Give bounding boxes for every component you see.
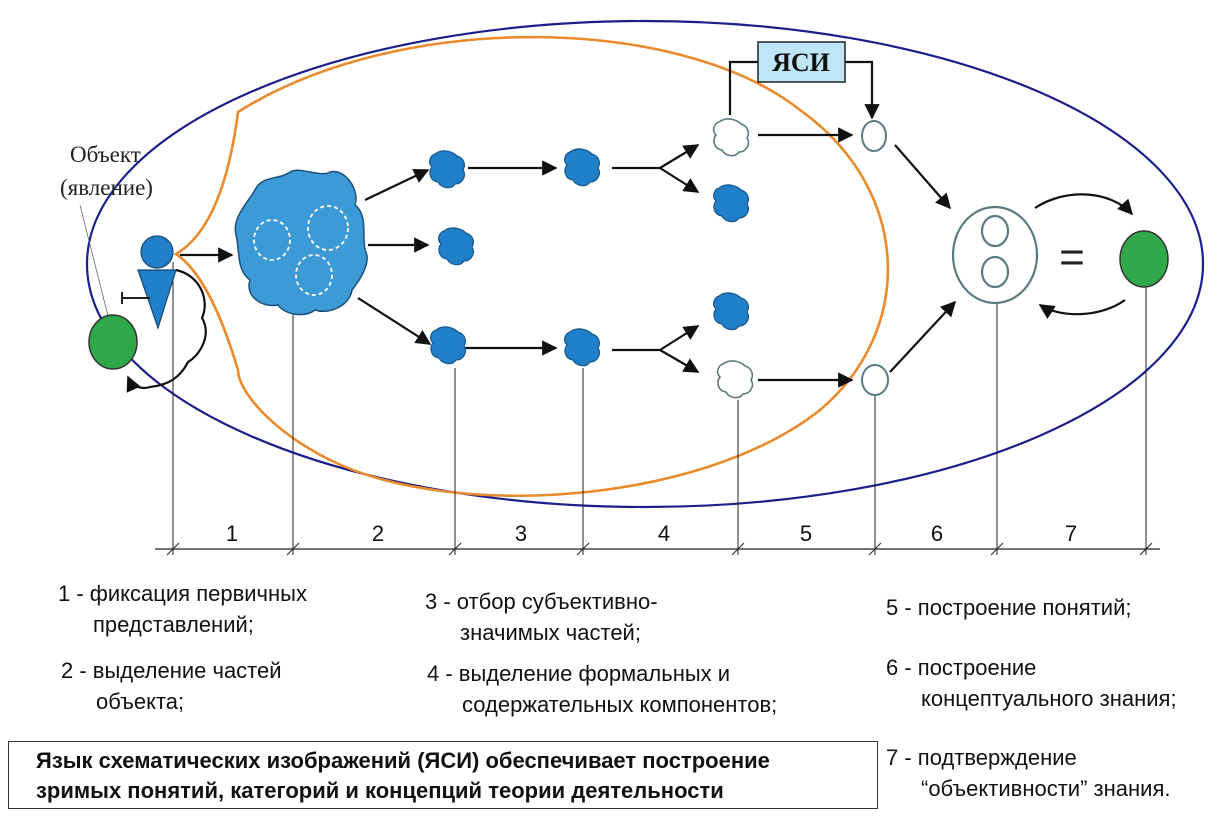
legend-item-1-line2: представлений; xyxy=(93,612,254,637)
legend-item-6: 6 - построение концептуального знания; xyxy=(886,652,1177,714)
yasi-label: ЯСИ xyxy=(772,48,830,77)
stage-number-2: 2 xyxy=(372,521,384,546)
legend-item-4: 4 - выделение формальных и содержательны… xyxy=(427,658,777,720)
legend-item-7-line2: “объективности” знания. xyxy=(921,776,1171,801)
legend-item-2-line1: 2 - выделение частей xyxy=(61,658,282,683)
flow-arrows xyxy=(180,60,1134,388)
yasi-box: ЯСИ xyxy=(757,41,846,83)
summary-line2: зримых понятий, категорий и концепций те… xyxy=(36,778,724,803)
stage-number-5: 5 xyxy=(800,521,812,546)
stage-axis xyxy=(155,542,1160,556)
formal-component-blob-icons xyxy=(712,118,754,399)
legend-item-4-line2: содержательных компонентов; xyxy=(462,692,778,717)
guide-lines xyxy=(172,262,1147,555)
legend-item-3-line2: значимых частей; xyxy=(460,620,641,645)
legend-item-6-line1: 6 - построение xyxy=(886,655,1037,680)
object-label-line2: (явление) xyxy=(60,175,153,200)
legend-item-3-line1: 3 - отбор субъективно- xyxy=(425,589,658,614)
part-blob-icons xyxy=(429,148,750,367)
person-icon xyxy=(121,235,177,330)
summary-box: Язык схематических изображений (ЯСИ) обе… xyxy=(8,741,878,809)
legend-item-2: 2 - выделение частей объекта; xyxy=(61,655,282,717)
result-green-circle-icon xyxy=(1119,230,1169,288)
stage-number-6: 6 xyxy=(931,521,943,546)
orange-region xyxy=(173,35,890,497)
legend-item-4-line1: 4 - выделение формальных и xyxy=(427,661,731,686)
legend-item-5: 5 - построение понятий; xyxy=(886,592,1131,623)
outer-ellipse xyxy=(85,19,1205,509)
object-green-circle-icon xyxy=(88,314,138,370)
legend-item-6-line2: концептуального знания; xyxy=(921,686,1177,711)
object-pointer-line xyxy=(79,204,109,317)
stage-number-1: 1 xyxy=(226,521,238,546)
concept-node-top-icon xyxy=(861,120,887,152)
legend-item-1: 1 - фиксация первичных представлений; xyxy=(58,578,307,640)
object-label-line1: Объект xyxy=(70,142,141,167)
legend-item-3: 3 - отбор субъективно- значимых частей; xyxy=(425,586,658,648)
stage-number-4: 4 xyxy=(658,521,670,546)
legend-item-1-line1: 1 - фиксация первичных xyxy=(58,581,307,606)
concept-node-bottom-icon xyxy=(861,364,889,396)
object-parts-blob-icon xyxy=(234,169,368,316)
feedback-loop-arrow xyxy=(126,268,207,393)
stage-number-7: 7 xyxy=(1065,521,1077,546)
legend-item-5-line1: 5 - построение понятий; xyxy=(886,595,1132,620)
equals-sign: = xyxy=(1059,233,1085,282)
conceptual-knowledge-icon xyxy=(951,205,1039,305)
stage-number-3: 3 xyxy=(515,521,527,546)
legend-item-2-line2: объекта; xyxy=(96,689,185,714)
summary-line1: Язык схематических изображений (ЯСИ) обе… xyxy=(36,748,770,773)
legend-item-7: 7 - подтверждение “объективности” знания… xyxy=(886,742,1170,804)
legend-item-7-line1: 7 - подтверждение xyxy=(886,745,1077,770)
